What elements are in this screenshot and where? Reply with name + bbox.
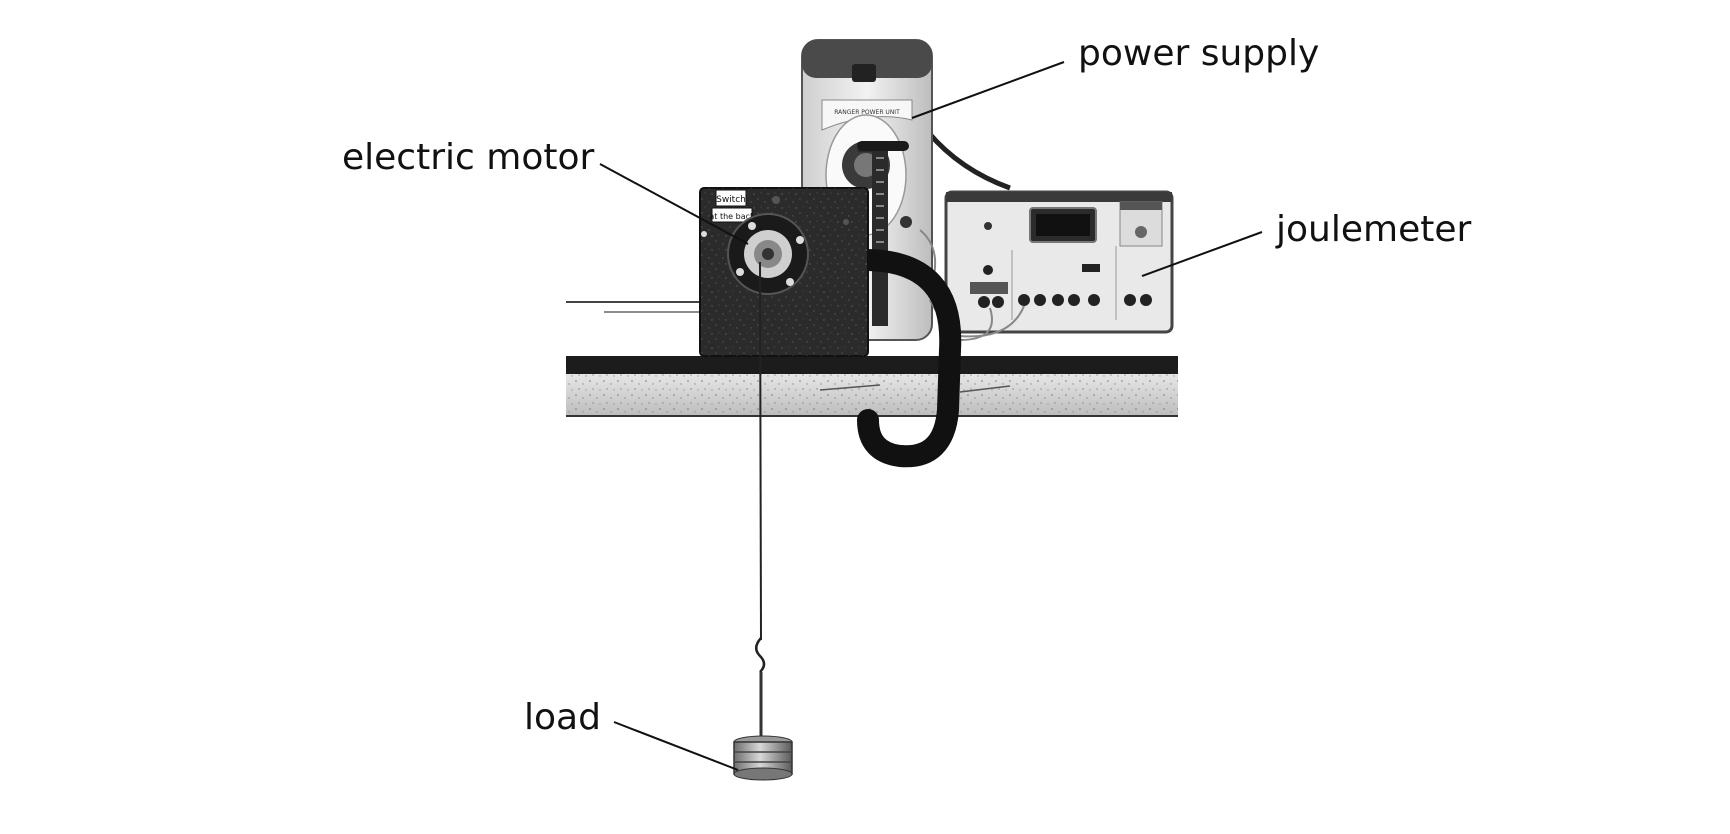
power-supply-leader [911, 61, 1065, 119]
label-load: load [524, 697, 601, 738]
motor-sign-line2: at the back [709, 212, 755, 221]
motor-box: Switch at the back [699, 187, 869, 357]
lab-bench [566, 301, 1178, 417]
g-clamp [857, 141, 962, 468]
string-and-load [733, 261, 793, 781]
power-unit-brand-text: RANGER POWER UNIT [834, 109, 900, 116]
joulemeter-leader [1141, 231, 1263, 277]
joulemeter-unit [919, 190, 1174, 342]
motor-sign-line1: Switch [716, 195, 746, 205]
power-cable [926, 130, 1011, 191]
label-power-supply: power supply [1078, 33, 1320, 74]
load-leader [613, 721, 739, 771]
label-joulemeter: joulemeter [1276, 209, 1472, 250]
label-electric-motor: electric motor [342, 137, 595, 178]
electric-motor-leader [599, 163, 749, 245]
